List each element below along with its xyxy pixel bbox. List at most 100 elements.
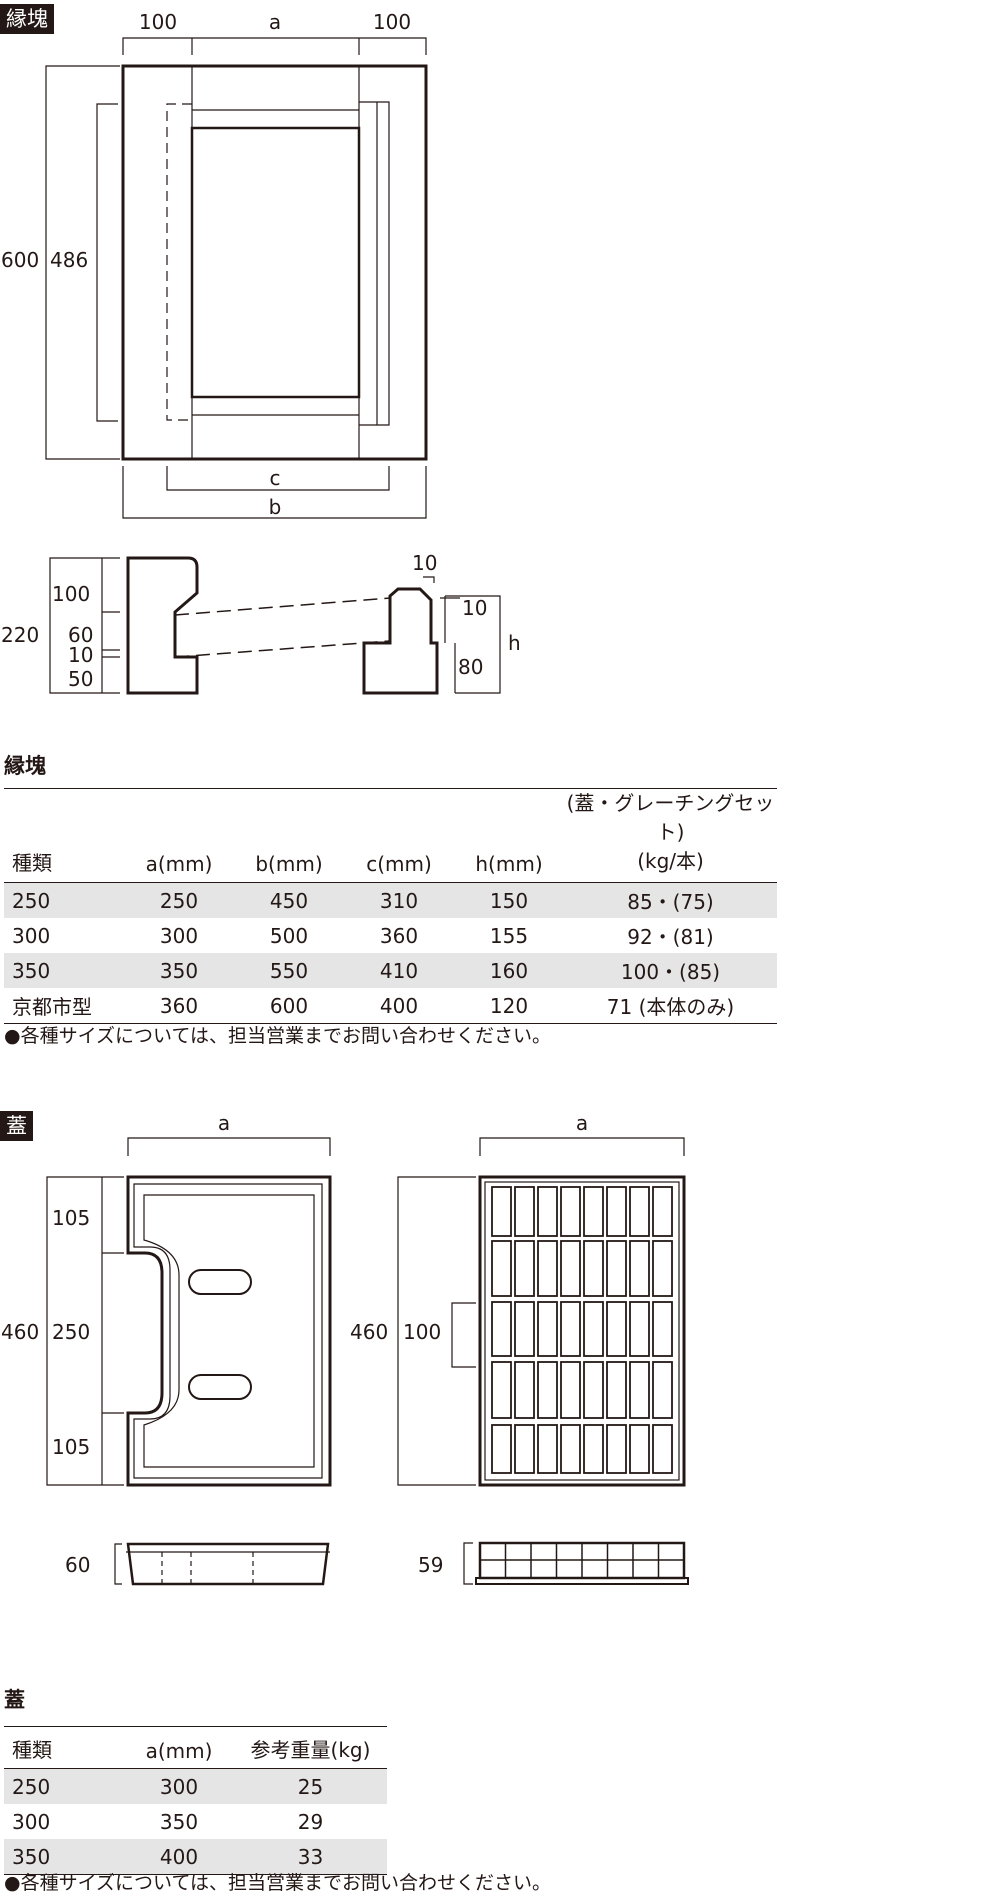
dim-section-10: 10 (68, 643, 93, 667)
table-row: 300 350 29 (4, 1804, 387, 1839)
section-title-curb: 縁塊 (4, 754, 46, 778)
grating-slot (606, 1240, 627, 1297)
grating-slot (583, 1240, 604, 1297)
header-b: b(mm) (255, 852, 323, 876)
cell-c: 410 (344, 953, 454, 988)
grating-slot (537, 1301, 558, 1357)
header-type: 種類 (12, 1738, 52, 1762)
cell-b: 550 (234, 953, 344, 988)
cell-b: 450 (234, 882, 344, 918)
grating-slot (560, 1424, 581, 1474)
curb-plan-dimension-labels: 100 a 100 600 486 c b (1, 10, 411, 519)
cell-type: 京都市型 (12, 995, 92, 1019)
section-tag-curb: 縁塊 (0, 4, 54, 34)
dim-c: c (270, 466, 281, 490)
lid-dim-460: 460 (1, 1320, 39, 1344)
dim-top-10: 10 (412, 551, 437, 575)
cell-c: 400 (379, 993, 419, 1018)
cell-b: 500 (269, 923, 309, 948)
grating-slot (583, 1301, 604, 1357)
grating-slot (629, 1240, 650, 1297)
lid-dim-60: 60 (65, 1553, 90, 1577)
grating-slot (652, 1186, 673, 1237)
grating-slot (583, 1424, 604, 1474)
section-tag-lid: 蓋 (0, 1111, 33, 1141)
table-header-row: 種類 a(mm) b(mm) c(mm) h(mm) (蓋・グレーチングセット)… (4, 788, 777, 883)
grating-dim-100: 100 (403, 1320, 441, 1344)
dim-h: h (508, 631, 521, 655)
lid-note: ●各種サイズについては、担当営業までお問い合わせください。 (4, 1872, 552, 1894)
grating-slot (606, 1301, 627, 1357)
grating-slot (560, 1186, 581, 1237)
dim-height-600: 600 (1, 248, 39, 272)
cell-a: 300 (159, 923, 199, 948)
table-row: 350 400 33 (4, 1839, 387, 1875)
cell-type: 250 (4, 1768, 124, 1804)
cell-c: 360 (379, 923, 419, 948)
cell-h: 155 (489, 923, 529, 948)
grating-slot (491, 1240, 512, 1297)
grating-slot (537, 1186, 558, 1237)
grating-slot (514, 1186, 535, 1237)
header-ref-weight: 参考重量(kg) (250, 1738, 371, 1762)
grating-dimension-labels: a 460 100 59 (350, 1111, 588, 1577)
dim-section-100: 100 (52, 582, 90, 606)
table-row: 250 250 450 310 150 85・(75) (4, 882, 777, 918)
dim-220: 220 (1, 623, 39, 647)
lid-dim-bottom-105: 105 (52, 1435, 90, 1459)
table-header-row: 種類 a(mm) 参考重量(kg) (4, 1726, 387, 1769)
grating-slot (514, 1240, 535, 1297)
grating-slot (629, 1361, 650, 1419)
cell-b: 600 (269, 993, 309, 1018)
header-weight-line1: (蓋・グレーチングセット) (566, 791, 775, 844)
grating-slot (606, 1186, 627, 1237)
lid-plan-view (46, 1137, 332, 1586)
curb-cross-section (49, 556, 501, 695)
cell-weight: 92・(81) (627, 925, 714, 949)
cell-h: 160 (454, 953, 564, 988)
lid-dim-250: 250 (52, 1320, 90, 1344)
grating-slot (560, 1361, 581, 1419)
grating-dim-460: 460 (350, 1320, 388, 1344)
cell-type: 300 (12, 1809, 51, 1834)
grating-slot (491, 1186, 512, 1237)
dim-b: b (269, 495, 282, 519)
grating-slot (652, 1361, 673, 1419)
grating-slot (629, 1424, 650, 1474)
grating-slot (652, 1301, 673, 1357)
grating-slot (491, 1361, 512, 1419)
grating-slot (606, 1424, 627, 1474)
grating-slot (514, 1301, 535, 1357)
dim-right-100: 100 (373, 10, 411, 34)
grating-dim-a: a (576, 1111, 588, 1135)
cell-weight: 100・(85) (564, 953, 777, 988)
cell-a: 360 (159, 993, 199, 1018)
dim-left-100: 100 (139, 10, 177, 34)
table-row: 350 350 550 410 160 100・(85) (4, 953, 777, 988)
dim-a: a (269, 10, 281, 34)
cell-a: 400 (124, 1839, 234, 1875)
grating-slot (537, 1424, 558, 1474)
cell-c: 310 (344, 882, 454, 918)
grating-slot (560, 1240, 581, 1297)
cell-h: 150 (454, 882, 564, 918)
section-title-lid: 蓋 (4, 1688, 25, 1712)
cell-a: 350 (159, 1809, 199, 1834)
dim-section-50: 50 (68, 667, 93, 691)
lid-dimension-labels: a 460 105 250 105 60 (1, 1111, 230, 1577)
grating-plan-view (397, 1137, 689, 1585)
cell-type: 350 (4, 953, 124, 988)
grating-slot (606, 1361, 627, 1419)
curb-plan-view (45, 37, 428, 519)
header-a: a(mm) (145, 852, 213, 876)
cell-a: 250 (124, 882, 234, 918)
header-weight-line2: (kg/本) (637, 849, 704, 873)
header-type: 種類 (12, 851, 52, 875)
grating-slot (583, 1186, 604, 1237)
dim-height-486: 486 (50, 248, 88, 272)
header-weight: (蓋・グレーチングセット) (kg/本) (564, 789, 777, 883)
curb-note: ●各種サイズについては、担当営業までお問い合わせください。 (4, 1025, 552, 1047)
cell-type: 250 (4, 882, 124, 918)
grating-slot (652, 1240, 673, 1297)
